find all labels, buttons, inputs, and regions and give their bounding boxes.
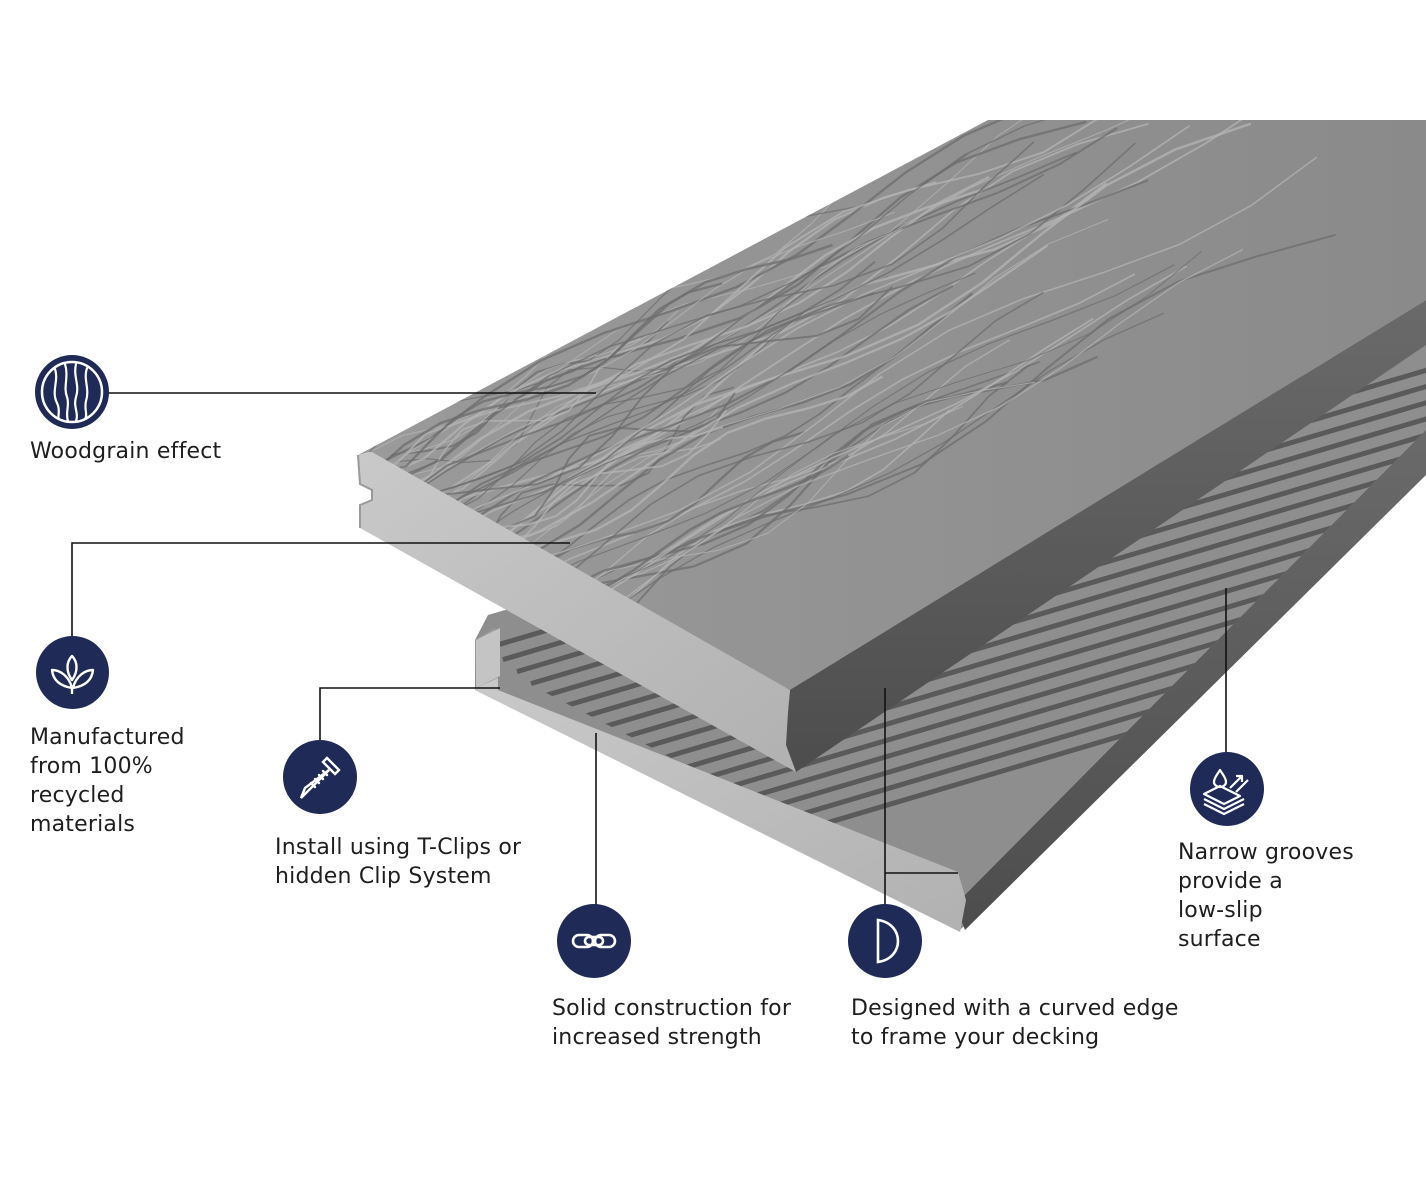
leaf-icon [36,636,109,709]
leader-line-install [319,687,500,740]
woodgrain-streak [412,142,1136,543]
woodgrain-streak [371,282,723,476]
woodgrain-streak [413,124,1191,544]
woodgrain-streak [386,188,982,501]
surface-groove [671,489,1426,807]
woodgrain-streak [371,243,833,476]
woodgrain-streak [462,273,1136,624]
woodgrain-streak [401,289,809,524]
woodgrain-streak [383,351,690,495]
woodgrain-streak [455,156,1318,613]
woodgrain-streak [376,120,1126,484]
label-recycled: Manufactured from 100% recycled material… [30,725,185,837]
woodgrain-streak [367,120,1094,470]
woodgrain-icon [35,355,109,429]
woodgrain-streak [390,141,1035,507]
woodgrain-streak [377,120,1091,486]
woodgrain-streak [439,218,1109,586]
upper-woodgrain-board [357,120,1426,772]
woodgrain-streak [390,120,1175,507]
woodgrain-streak [412,182,1108,543]
label-install: Install using T-Clips or hidden Clip Sys… [275,835,522,889]
leader-line-curved [884,688,958,905]
woodgrain-streak [393,228,903,511]
label-solid-construction: Solid construction for increased strengt… [552,996,792,1050]
chain-link-icon [557,904,631,978]
woodgrain-streak [401,173,1045,525]
woodgrain-streak [426,122,1252,567]
leader-lines [71,392,1227,905]
curved-edge-icon [848,904,922,978]
label-curved-edge: Designed with a curved edge to frame you… [851,996,1179,1050]
woodgrain-streak [407,291,876,534]
screw-icon [283,740,357,814]
woodgrain-streak [434,244,1049,580]
label-woodgrain: Woodgrain effect [30,439,222,464]
woodgrain-streak [391,176,990,508]
woodgrain-streak [425,272,976,564]
label-narrow-grooves: Narrow grooves provide a low-slip surfac… [1178,840,1354,952]
woodgrain-streak [390,127,1118,508]
water-drop-layers-icon [1190,752,1264,826]
woodgrain-streak [376,120,1102,484]
leader-line-recycled [71,542,570,640]
